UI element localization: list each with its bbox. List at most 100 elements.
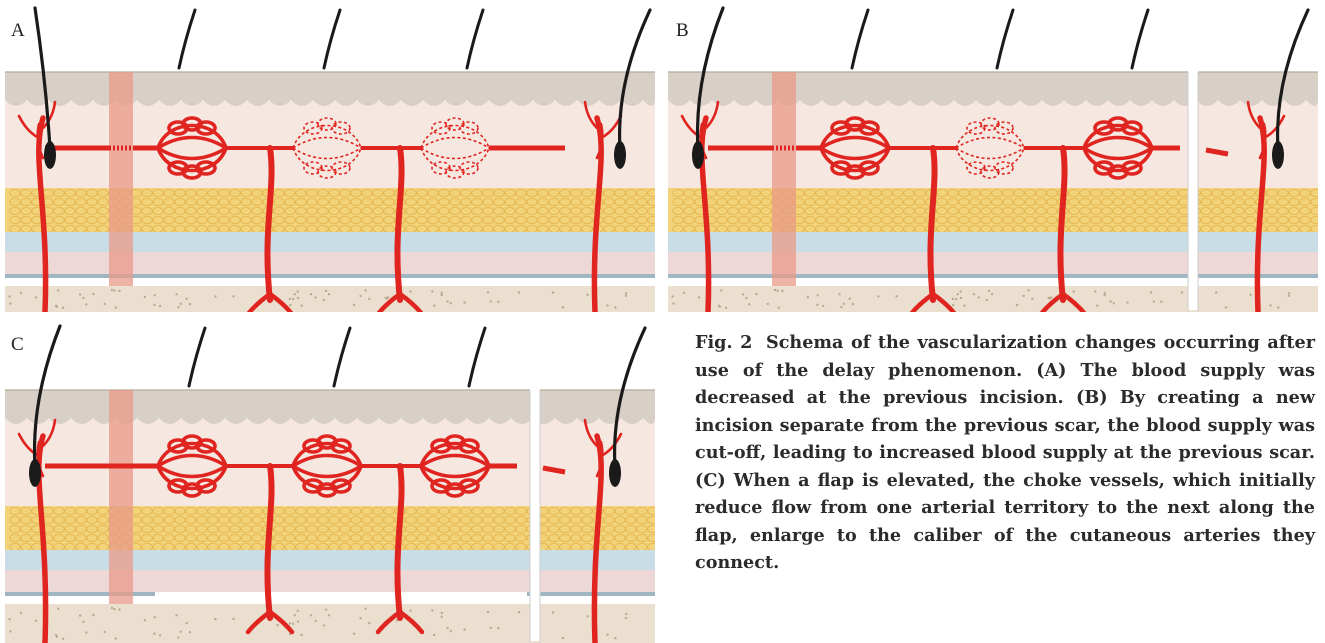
bone-speckle	[111, 289, 113, 291]
bone-speckle	[698, 296, 700, 298]
hair-follicle	[44, 141, 56, 169]
skin-layers	[5, 390, 655, 643]
bone-speckle	[986, 299, 988, 301]
bone-speckle	[446, 300, 448, 302]
bone-speckle	[8, 295, 10, 297]
bone-speckle	[487, 611, 489, 613]
bone-speckle	[300, 305, 302, 307]
bone-speckle	[433, 305, 435, 307]
panel-b	[668, 0, 1318, 312]
bone-speckle	[297, 297, 299, 299]
bone-speckle	[672, 302, 674, 304]
previous-scar	[109, 390, 133, 604]
fascia-layer	[5, 550, 655, 570]
hair-shaft	[334, 328, 350, 386]
bone-speckle	[1249, 294, 1251, 296]
bone-speckle	[978, 296, 980, 298]
bone-layer	[5, 286, 655, 312]
skin-layers	[5, 72, 655, 312]
bone-speckle	[294, 293, 296, 295]
bone-speckle	[353, 304, 355, 306]
panel-c-diagram	[5, 318, 655, 643]
bone-speckle	[113, 608, 115, 610]
bone-speckle	[781, 290, 783, 292]
hair-follicle	[692, 141, 704, 169]
bone-speckle	[20, 292, 22, 294]
bone-speckle	[963, 305, 965, 307]
incision-gap	[1188, 70, 1198, 310]
bone-speckle	[955, 298, 957, 300]
epidermis-layer	[5, 72, 655, 106]
bone-speckle	[840, 306, 842, 308]
bone-speckle	[774, 289, 776, 291]
bone-speckle	[625, 617, 627, 619]
bone-speckle	[1049, 297, 1051, 299]
bone-speckle	[895, 295, 897, 297]
bone-speckle	[441, 294, 443, 296]
bone-speckle	[214, 295, 216, 297]
bone-speckle	[1225, 306, 1227, 308]
bone-speckle	[409, 610, 411, 612]
bone-speckle	[952, 298, 954, 300]
hair-shaft	[852, 10, 868, 68]
bone-speckle	[115, 637, 117, 639]
hair-follicle	[609, 459, 621, 487]
bone-speckle	[35, 296, 37, 298]
bone-speckle	[159, 305, 161, 307]
bone-speckle	[323, 624, 325, 626]
bone-speckle	[1181, 291, 1183, 293]
bone-speckle	[310, 293, 312, 295]
skin-layers	[668, 72, 1318, 312]
bone-speckle	[441, 292, 443, 294]
panel-b-label: B	[676, 20, 689, 42]
bone-speckle	[353, 633, 355, 635]
bone-speckle	[276, 624, 278, 626]
bone-speckle	[153, 304, 155, 306]
bone-speckle	[359, 617, 361, 619]
bone-speckle	[300, 634, 302, 636]
bone-speckle	[614, 637, 616, 639]
bone-speckle	[606, 304, 608, 306]
bone-speckle	[518, 611, 520, 613]
panel-a-label: A	[11, 20, 25, 42]
bone-speckle	[1288, 295, 1290, 297]
bone-speckle	[292, 298, 294, 300]
bone-speckle	[1277, 306, 1279, 308]
bone-speckle	[745, 297, 747, 299]
bone-speckle	[328, 293, 330, 295]
bone-speckle	[849, 298, 851, 300]
bone-speckle	[497, 301, 499, 303]
bone-speckle	[62, 638, 64, 640]
bone-speckle	[359, 295, 361, 297]
bone-speckle	[294, 614, 296, 616]
bone-speckle	[1104, 292, 1106, 294]
bone-speckle	[289, 622, 291, 624]
bone-speckle	[518, 291, 520, 293]
bone-speckle	[988, 290, 990, 292]
bone-speckle	[625, 295, 627, 297]
bone-speckle	[1031, 298, 1033, 300]
bone-speckle	[175, 293, 177, 295]
bone-speckle	[159, 634, 161, 636]
bone-speckle	[297, 620, 299, 622]
bone-speckle	[1215, 291, 1217, 293]
bone-speckle	[92, 614, 94, 616]
hair-shaft	[1132, 10, 1148, 68]
bone-speckle	[1109, 300, 1111, 302]
bone-speckle	[463, 628, 465, 630]
bone-speckle	[719, 306, 721, 308]
muscle-layer	[668, 252, 1318, 274]
bone-speckle	[92, 293, 94, 295]
bone-speckle	[154, 294, 156, 296]
bone-speckle	[778, 307, 780, 309]
bone-speckle	[441, 616, 443, 618]
bone-speckle	[79, 614, 81, 616]
bone-speckle	[552, 291, 554, 293]
bone-speckle	[154, 616, 156, 618]
bone-speckle	[325, 290, 327, 292]
incision-gap	[530, 388, 540, 641]
bone-speckle	[297, 610, 299, 612]
bone-speckle	[409, 290, 411, 292]
panel-a	[5, 0, 655, 312]
epidermis-layer	[668, 72, 1318, 106]
